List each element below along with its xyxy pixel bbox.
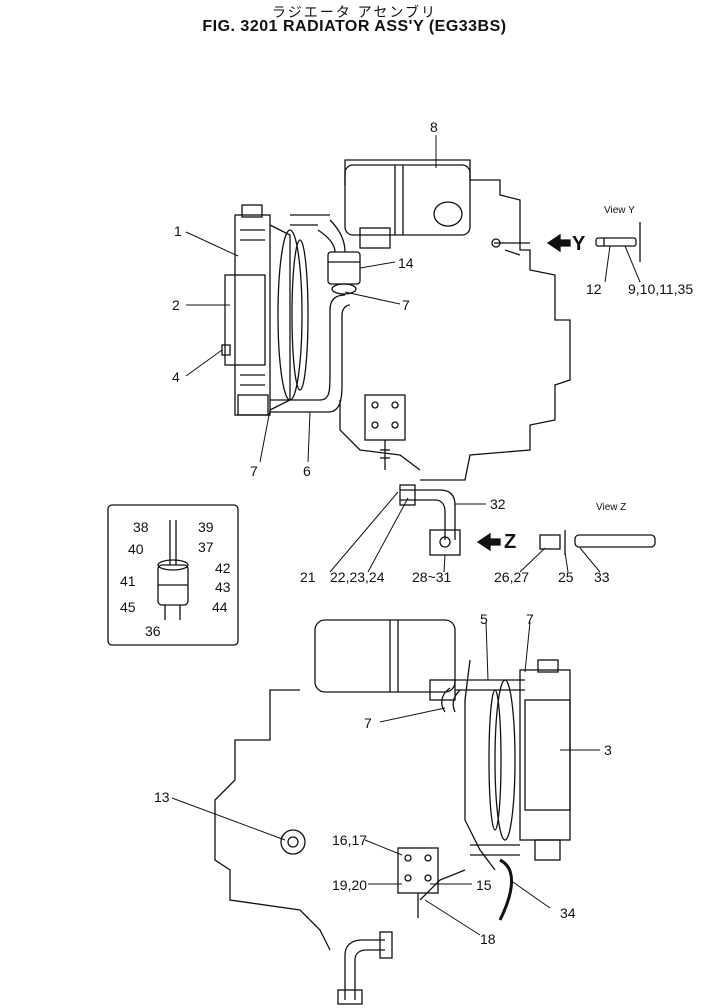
callout-33: 33: [594, 569, 610, 585]
part-8-air-cleaner: [344, 164, 471, 249]
callout-40: 40: [128, 541, 144, 557]
radiator-bottom: [470, 659, 571, 921]
callout-41: 41: [120, 573, 136, 589]
elbow-pipe-bottom: [337, 931, 393, 1005]
inset-box: [107, 504, 239, 646]
callout-25: 25: [558, 569, 574, 585]
callout-9-10-11-35: 9,10,11,35: [628, 281, 693, 297]
pipe-upper: [290, 214, 346, 253]
view-z-label: View Z: [596, 502, 626, 513]
callout-5: 5: [480, 611, 488, 627]
bracket-top: [364, 394, 406, 470]
view-y-label: View Y: [604, 205, 635, 216]
callout-13: 13: [154, 789, 170, 805]
callout-3: 3: [604, 742, 612, 758]
callout-28-31: 28~31: [412, 569, 452, 585]
view-y-detail: [491, 222, 641, 262]
callout-26-27: 26,27: [494, 569, 529, 585]
callout-7d: 7: [364, 715, 372, 731]
air-cleaner-bottom: [314, 619, 456, 701]
callout-2: 2: [172, 297, 180, 313]
callout-7b: 7: [250, 463, 258, 479]
radiator-top: [221, 204, 309, 416]
callout-16-17: 16,17: [332, 832, 367, 848]
title-japanese: ラジエータ アセンブリ: [272, 4, 437, 20]
callout-7a: 7: [402, 297, 410, 313]
callout-1: 1: [174, 223, 182, 239]
callout-34: 34: [560, 905, 576, 921]
callout-14: 14: [398, 255, 414, 271]
detail-pipe-z: [399, 484, 501, 556]
callout-8: 8: [430, 119, 438, 135]
callout-38: 38: [133, 519, 149, 535]
callout-36: 36: [145, 623, 161, 639]
callout-18: 18: [480, 931, 496, 947]
callout-32: 32: [490, 496, 506, 512]
view-z-arrow-letter: Z: [504, 531, 516, 553]
engine-outline-top: [339, 159, 571, 481]
callout-4: 4: [172, 369, 180, 385]
callout-12: 12: [586, 281, 602, 297]
callout-labels: 1 2 4 8 14 7 7 6 View Y Y 12 9,10,11,35 …: [120, 119, 693, 947]
callout-44: 44: [212, 599, 228, 615]
callout-19-20: 19,20: [332, 877, 367, 893]
hose-6: [270, 294, 351, 413]
callout-43: 43: [215, 579, 231, 595]
figure-title: FIG. 3201 RADIATOR ASS'Y (EG33BS): [202, 18, 507, 35]
callout-37: 37: [198, 539, 214, 555]
view-z-detail: [539, 530, 656, 555]
view-y-arrow-letter: Y: [572, 233, 586, 255]
bracket-bottom: [397, 847, 439, 918]
part-14-filter: [327, 251, 361, 295]
callout-7c: 7: [526, 611, 534, 627]
callout-42: 42: [215, 560, 231, 576]
callout-6: 6: [303, 463, 311, 479]
callout-21: 21: [300, 569, 316, 585]
pipe-5: [441, 679, 525, 713]
callout-15: 15: [476, 877, 492, 893]
callout-39: 39: [198, 519, 214, 535]
part-13: [280, 829, 306, 855]
callout-22-23-24: 22,23,24: [330, 569, 385, 585]
leader-lines: [171, 135, 641, 936]
callout-45: 45: [120, 599, 136, 615]
